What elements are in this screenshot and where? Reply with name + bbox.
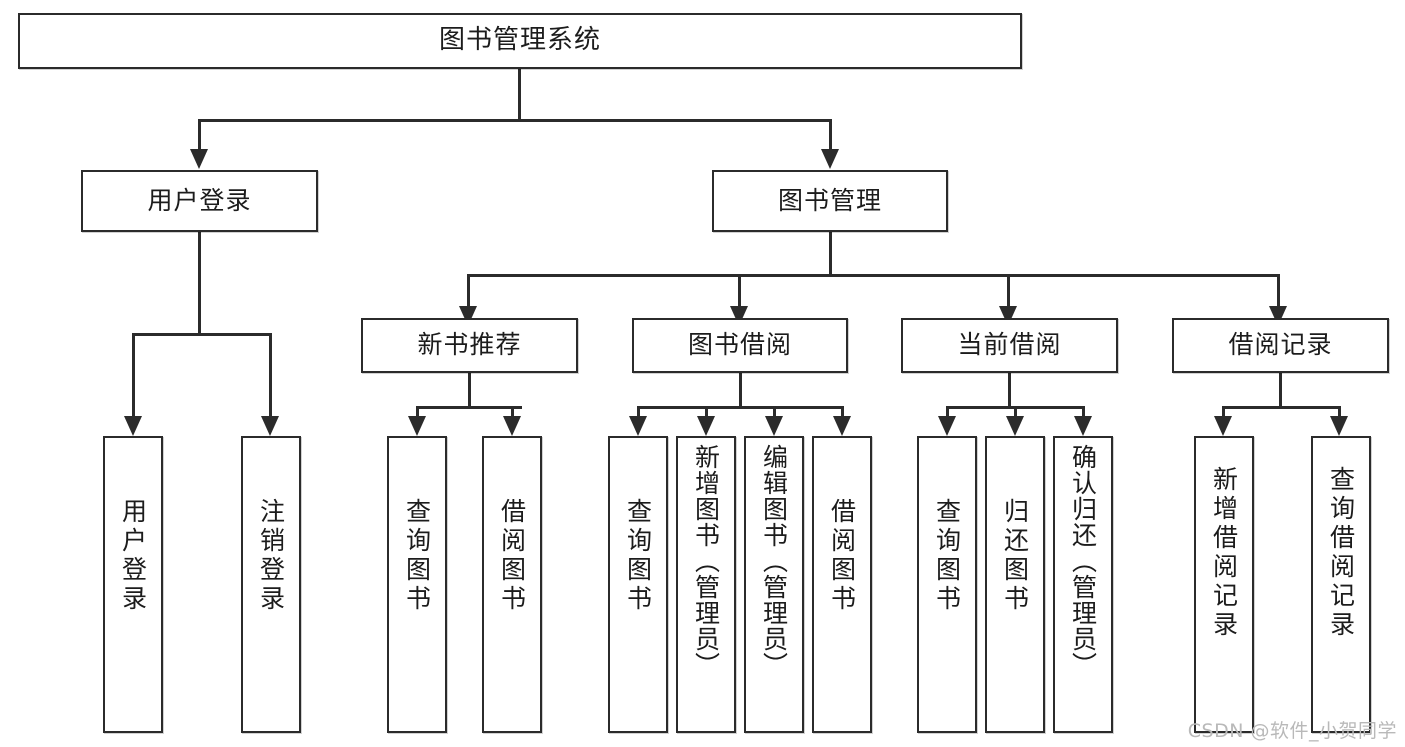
connector-borrow-record-bar [1222,406,1341,409]
connector-book-mgmt-branch-1 [467,274,470,308]
node-label: 查询图书 [932,498,962,614]
leaf-logout[interactable]: 注销登录 [241,436,301,733]
connector-root-to-user-login [198,119,201,150]
arrowhead-current-borrow-leaf-3 [1074,416,1092,436]
leaf-query-borrow-record[interactable]: 查询借阅记录 [1311,436,1371,733]
leaf-query-book-current[interactable]: 查询图书 [917,436,977,733]
node-label: 借阅图书 [497,498,527,614]
connector-book-borrow-branch-4 [841,406,844,418]
node-book-borrow[interactable]: 图书借阅 [632,318,848,373]
node-label: 归还图书 [1000,498,1030,614]
leaf-confirm-return-admin[interactable]: 确认归还（管理员） [1053,436,1113,733]
connector-borrow-record-branch-1 [1222,406,1225,418]
connector-borrow-record-stem [1279,373,1282,408]
connector-book-borrow-bar [637,406,844,409]
connector-root-bar [198,119,832,122]
connector-user-login-bar [132,333,271,336]
connector-current-borrow-stem [1008,373,1011,408]
node-label: 借阅图书 [827,498,857,614]
node-new-book-recommend[interactable]: 新书推荐 [361,318,578,373]
node-label: 新增借阅记录 [1209,466,1239,640]
arrowhead-new-book-leaf-1 [408,416,426,436]
node-label: 查询借阅记录 [1326,466,1356,640]
arrowhead-new-book-leaf-2 [503,416,521,436]
connector-book-mgmt-branch-4 [1277,274,1280,308]
leaf-add-borrow-record[interactable]: 新增借阅记录 [1194,436,1254,733]
node-label: 注销登录 [256,498,286,614]
connector-current-borrow-branch-3 [1082,406,1085,418]
arrowhead-borrow-record-leaf-1 [1214,416,1232,436]
node-label: 新书推荐 [417,330,522,360]
connector-book-borrow-stem [739,373,742,408]
connector-current-borrow-branch-2 [1014,406,1017,418]
node-label: 确认归还（管理员） [1068,444,1098,678]
connector-new-book-branch-2 [511,406,514,418]
node-label: 用户登录 [118,498,148,614]
connector-user-login-branch-2 [269,333,272,418]
node-label: 查询图书 [623,498,653,614]
arrowhead-borrow-record-leaf-2 [1330,416,1348,436]
node-borrow-record[interactable]: 借阅记录 [1172,318,1389,373]
arrowhead-user-login-leaf-1 [124,416,142,436]
node-current-borrow[interactable]: 当前借阅 [901,318,1118,373]
leaf-borrow-book-recommend[interactable]: 借阅图书 [482,436,542,733]
arrowhead-book-borrow-leaf-4 [833,416,851,436]
arrowhead-root-to-user-login [190,149,208,169]
connector-book-mgmt-branch-2 [738,274,741,308]
connector-borrow-record-branch-2 [1338,406,1341,418]
leaf-edit-book-admin[interactable]: 编辑图书（管理员） [744,436,804,733]
leaf-query-book-borrow[interactable]: 查询图书 [608,436,668,733]
leaf-query-book-recommend[interactable]: 查询图书 [387,436,447,733]
arrowhead-user-login-leaf-2 [261,416,279,436]
watermark-text: CSDN @软件_小贺同学 [1187,720,1397,742]
node-label: 用户登录 [147,185,252,215]
node-label: 当前借阅 [957,330,1062,360]
arrowhead-root-to-book-mgmt [821,149,839,169]
node-book-management[interactable]: 图书管理 [712,170,948,232]
connector-book-borrow-branch-3 [773,406,776,418]
node-label: 图书管理系统 [438,25,601,56]
connector-user-login-branch-1 [132,333,135,418]
connector-book-mgmt-branch-3 [1007,274,1010,308]
node-label: 查询图书 [402,498,432,614]
node-label: 图书借阅 [687,330,792,360]
connector-book-mgmt-bar [467,274,1278,277]
leaf-return-book[interactable]: 归还图书 [985,436,1045,733]
connector-new-book-branch-1 [416,406,419,418]
arrowhead-book-borrow-leaf-1 [629,416,647,436]
arrowhead-book-borrow-leaf-2 [697,416,715,436]
connector-user-login-stem [198,232,201,334]
node-root-book-management-system[interactable]: 图书管理系统 [18,13,1022,69]
arrowhead-current-borrow-leaf-2 [1006,416,1024,436]
node-label: 图书管理 [777,185,882,215]
arrowhead-current-borrow-leaf-1 [938,416,956,436]
connector-book-borrow-branch-2 [705,406,708,418]
connector-book-mgmt-stem [829,232,832,276]
arrowhead-book-borrow-leaf-3 [765,416,783,436]
connector-current-borrow-branch-1 [946,406,949,418]
leaf-borrow-book[interactable]: 借阅图书 [812,436,872,733]
node-user-login[interactable]: 用户登录 [81,170,318,232]
node-label: 借阅记录 [1228,330,1333,360]
leaf-user-login[interactable]: 用户登录 [103,436,163,733]
connector-root-to-book-mgmt [829,119,832,150]
node-label: 新增图书（管理员） [691,444,721,678]
node-label: 编辑图书（管理员） [759,444,789,678]
connector-root-stem [518,69,521,121]
connector-new-book-bar [416,406,522,409]
connector-new-book-stem [468,373,471,408]
leaf-add-book-admin[interactable]: 新增图书（管理员） [676,436,736,733]
connector-book-borrow-branch-1 [637,406,640,418]
